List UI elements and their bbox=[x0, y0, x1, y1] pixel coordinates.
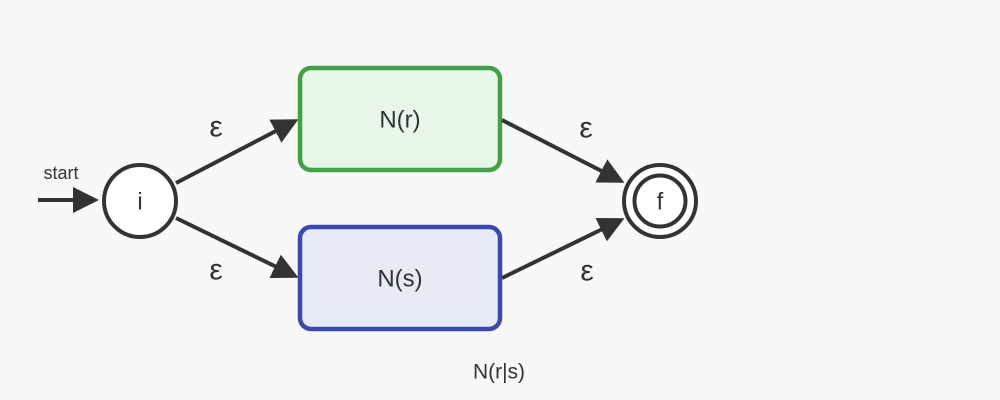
ns-subautomaton-label: N(s) bbox=[377, 266, 422, 293]
edge-i-to-ns-epsilon-label: ε bbox=[209, 254, 222, 287]
edge-i-to-nr-epsilon-label: ε bbox=[209, 111, 222, 144]
initial-state-label: i bbox=[137, 189, 142, 216]
edge-ns-to-f-epsilon-label: ε bbox=[580, 255, 593, 288]
ns-subautomaton-box bbox=[297, 224, 503, 332]
final-state-inner-circle bbox=[632, 173, 688, 229]
final-state-label: f bbox=[657, 189, 664, 216]
start-label: start bbox=[43, 163, 78, 183]
initial-state-circle bbox=[102, 163, 178, 239]
edge-nr-to-f-epsilon-label: ε bbox=[579, 112, 592, 145]
edge-i-to-ns bbox=[175, 216, 299, 279]
nr-subautomaton-label: N(r) bbox=[379, 107, 420, 134]
edge-nr-to-f bbox=[501, 118, 625, 183]
edge-ns-to-f bbox=[501, 217, 625, 280]
nr-subautomaton-box bbox=[297, 65, 503, 173]
edge-i-to-nr bbox=[175, 119, 299, 185]
diagram-caption: N(r|s) bbox=[473, 361, 525, 384]
